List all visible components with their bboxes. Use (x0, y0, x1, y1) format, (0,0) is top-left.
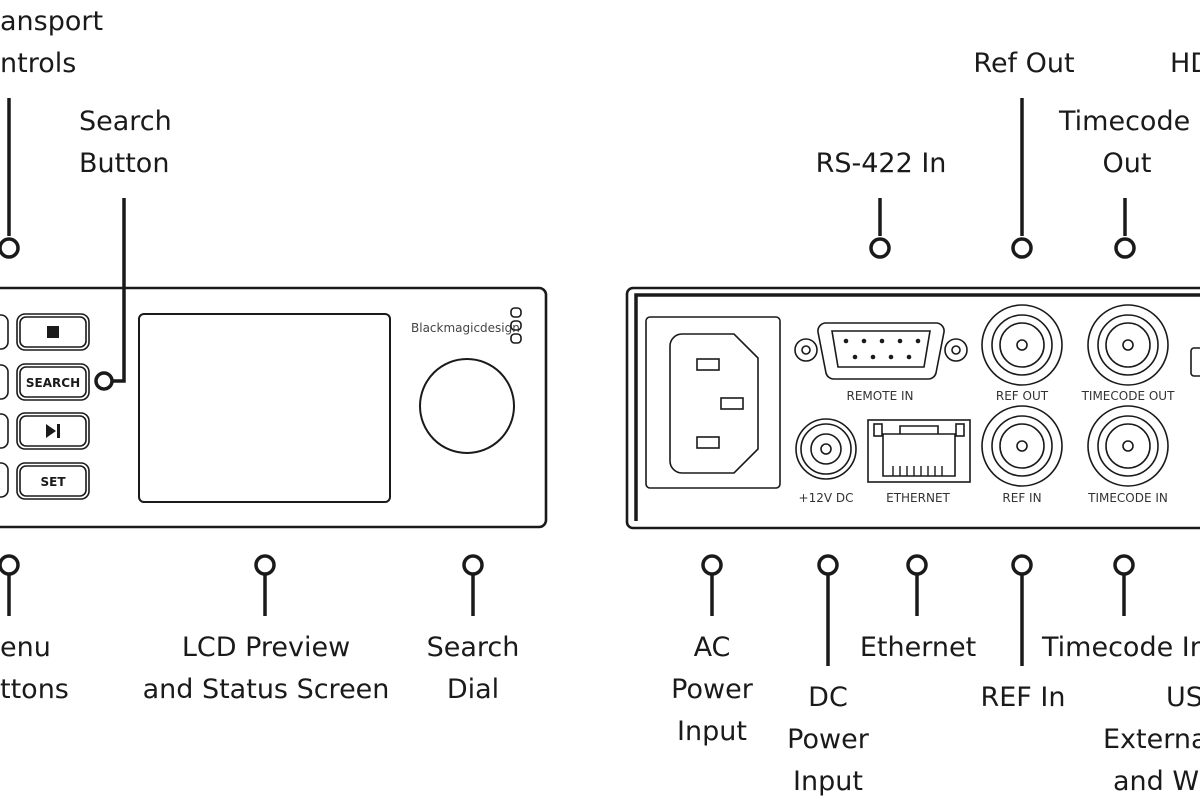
brand-logo: Blackmagicdesign (411, 321, 520, 335)
search-button[interactable]: SEARCH (16, 363, 90, 401)
dc-power-jack (795, 418, 857, 480)
dc-power-label-2: Power (787, 724, 870, 755)
search-dial-label-1: Search (427, 632, 520, 663)
ethernet-port-label: ETHERNET (886, 491, 950, 505)
lcd-preview-label-2: and Status Screen (143, 674, 390, 705)
lcd-preview-label-1: LCD Preview (182, 632, 350, 663)
dc-power-label-3: Input (793, 766, 863, 797)
clipped-button-4[interactable] (0, 462, 9, 498)
rs422-in-label: RS-422 In (816, 148, 947, 179)
stop-button[interactable] (16, 313, 90, 351)
rear-panel: REMOTE IN REF OUT TIMECODE OUT REF IN (625, 286, 1200, 530)
timecode-out-label-2: Out (1103, 148, 1152, 179)
callout-labels: ansport ntrols Search Button enu ttons L… (0, 6, 1200, 797)
dc-power-label-1: DC (808, 682, 848, 713)
ac-power-label-2: Power (671, 674, 754, 705)
ref-in-connector (981, 405, 1063, 487)
ac-power-label-1: AC (694, 632, 731, 663)
transport-controls-label-2: ntrols (0, 48, 76, 79)
play-pause-icon (46, 424, 60, 438)
rs422-port (794, 322, 968, 380)
ref-out-connector (981, 304, 1063, 386)
ethernet-port (867, 419, 971, 483)
stop-icon (47, 326, 59, 338)
set-button[interactable]: SET (16, 462, 90, 500)
usb-label-3: and W (1113, 766, 1199, 797)
dc-port-label: +12V DC (799, 491, 854, 505)
usb-label-2: Externa (1103, 724, 1200, 755)
ethernet-label: Ethernet (860, 632, 976, 663)
ref-out-port-label: REF OUT (996, 389, 1049, 403)
timecode-in-connector (1087, 405, 1169, 487)
ac-power-label-3: Input (677, 716, 747, 747)
ac-power-inlet (645, 316, 781, 489)
timecode-out-connector (1087, 304, 1169, 386)
callout-pointers (0, 98, 1136, 666)
timecode-out-label-1: Timecode (1058, 106, 1190, 137)
usb-label-1: US (1166, 682, 1200, 713)
logo-mark-icon (510, 307, 522, 344)
search-button-label: SEARCH (26, 376, 80, 390)
hd-label: HD (1170, 48, 1200, 79)
transport-controls-label-1: ansport (0, 6, 103, 37)
menu-buttons-label-2: ttons (0, 674, 69, 705)
ref-in-port-label: REF IN (1002, 491, 1041, 505)
front-panel: SEARCH SET Blackmagicdesign (0, 286, 548, 529)
timecode-out-port-label: TIMECODE OUT (1081, 389, 1175, 403)
timecode-in-port-label: TIMECODE IN (1087, 491, 1168, 505)
search-button-callout-2: Button (79, 148, 169, 179)
lcd-screen (138, 313, 391, 503)
clipped-button-1[interactable] (0, 314, 9, 350)
clipped-button-3[interactable] (0, 413, 9, 449)
search-button-callout-1: Search (79, 106, 172, 137)
search-dial-label-2: Dial (447, 674, 499, 705)
play-pause-button[interactable] (16, 412, 90, 450)
set-button-label: SET (40, 475, 66, 489)
remote-in-label: REMOTE IN (847, 389, 914, 403)
hdmi-port (1190, 347, 1200, 377)
menu-buttons-label-1: enu (0, 632, 51, 663)
timecode-in-label: Timecode In (1041, 632, 1200, 663)
ref-out-label: Ref Out (973, 48, 1074, 79)
search-dial[interactable] (419, 358, 515, 454)
ref-in-label: REF In (980, 682, 1065, 713)
clipped-button-2[interactable] (0, 364, 9, 400)
